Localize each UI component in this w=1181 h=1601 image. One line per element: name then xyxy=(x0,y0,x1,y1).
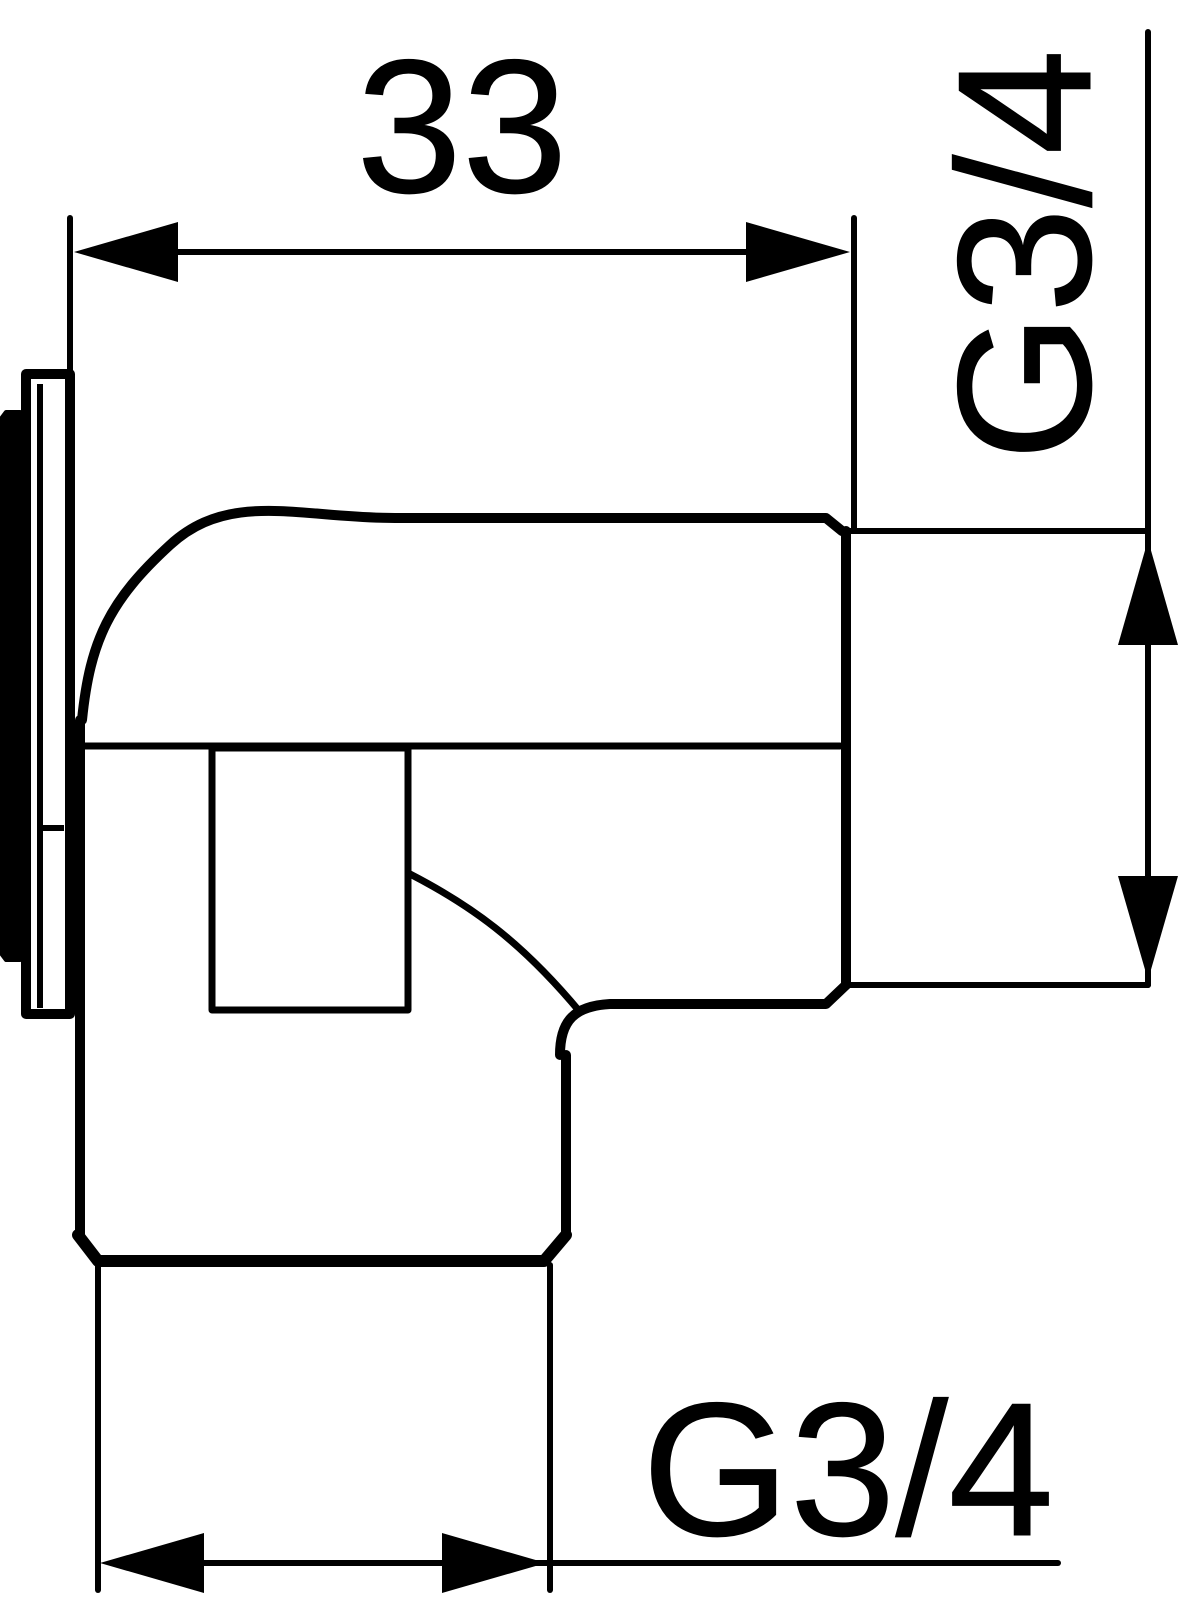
lower-outlet-bottom xyxy=(72,1229,572,1267)
inner-bore xyxy=(208,744,412,1014)
dimension-right-thread: G3/4 xyxy=(847,29,1178,988)
inner-curve xyxy=(406,870,584,1016)
right-outlet-bottom xyxy=(555,980,851,1060)
arrow-right-icon xyxy=(746,222,850,282)
arrow-bottom-right-icon xyxy=(442,1533,546,1593)
elbow-body xyxy=(72,505,851,1267)
flange-outer-bar xyxy=(0,410,22,962)
dimension-bottom-thread: G3/4 xyxy=(95,1262,1061,1593)
flange-plate xyxy=(21,369,75,1019)
dimension-33: 33 xyxy=(67,21,857,533)
arrow-up-icon xyxy=(1118,540,1178,645)
wall-flange xyxy=(0,369,75,1019)
dimension-33-label: 33 xyxy=(356,21,567,233)
bottom-thread-label: G3/4 xyxy=(642,1364,1054,1576)
arrow-left-icon xyxy=(74,222,178,282)
right-thread-label: G3/4 xyxy=(919,49,1131,461)
arrow-down-icon xyxy=(1118,876,1178,980)
elbow-outer-curve xyxy=(77,505,847,725)
arrow-bottom-left-icon xyxy=(100,1533,204,1593)
